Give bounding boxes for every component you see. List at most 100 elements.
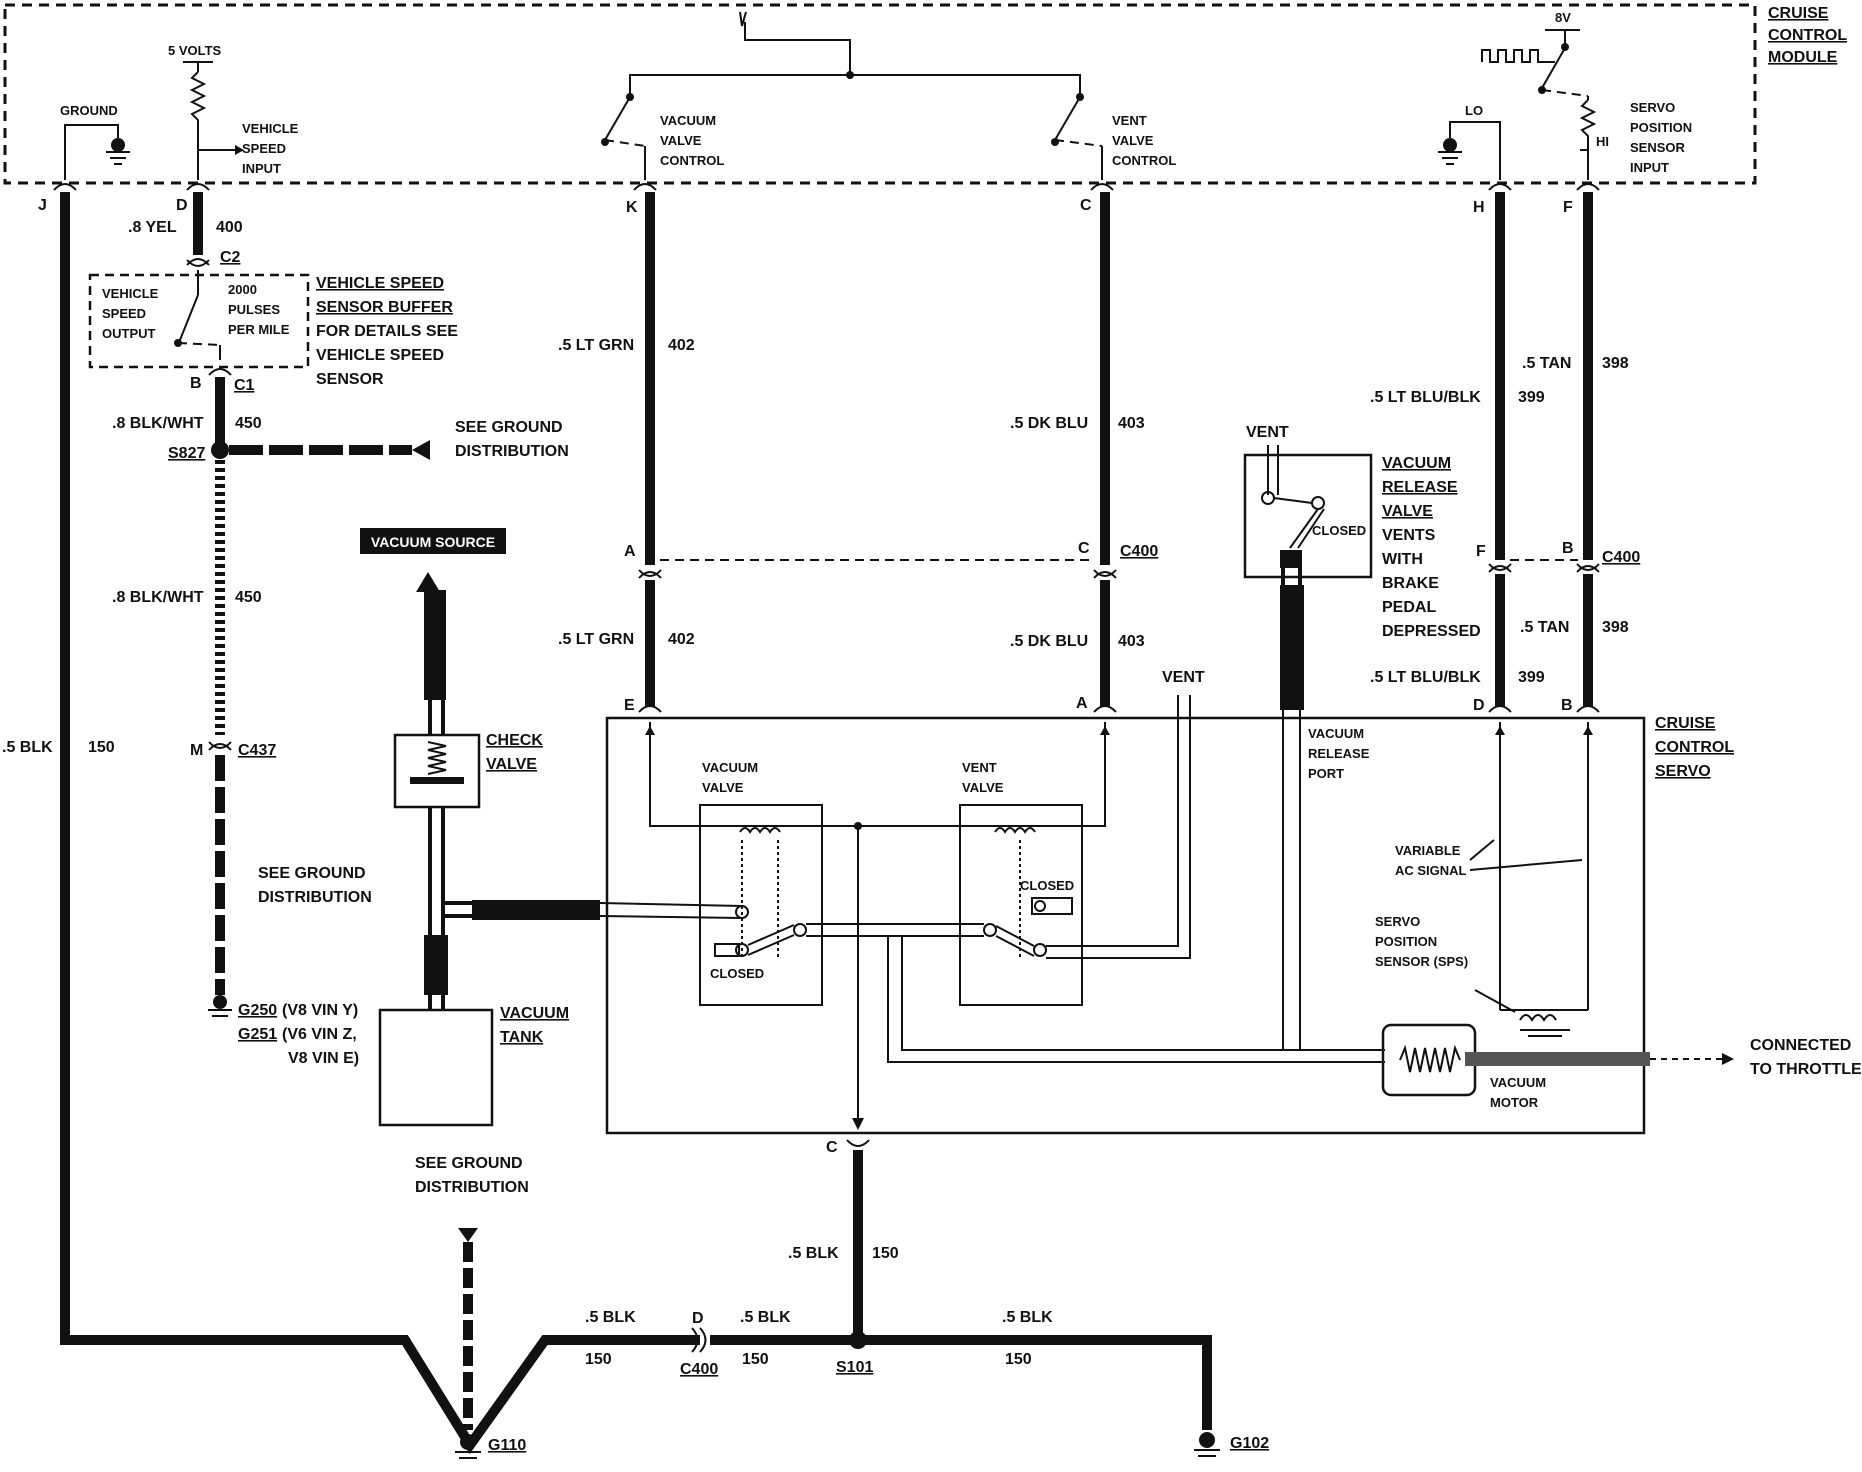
c400-pin-c: C — [1078, 540, 1090, 557]
vacuum-valve-1: VACUUM — [702, 760, 758, 775]
pulses-2: PULSES — [228, 302, 280, 317]
release-closed: CLOSED — [1312, 523, 1366, 538]
c437-label: C437 — [238, 742, 276, 759]
sps-input-3: SENSOR — [1630, 140, 1686, 155]
w403-color: .5 DK BLU — [1010, 415, 1088, 432]
w398-circuit: 398 — [1602, 355, 1629, 372]
vss-desc-3: FOR DETAILS SEE — [316, 323, 458, 340]
module-title-1: CRUISE — [1768, 5, 1829, 22]
vacuum-source-label: VACUUM SOURCE — [371, 534, 495, 550]
wire-398: .5 TAN 398 B C400 .5 TAN 398 B — [1510, 192, 1640, 714]
w450-color: .8 BLK/WHT — [112, 415, 204, 432]
c400-pin-f: F — [1476, 543, 1486, 560]
pin-d: D — [176, 197, 188, 214]
pin-c: C — [1080, 197, 1092, 214]
lo-ground: LO — [1438, 103, 1501, 180]
check-valve-1: CHECK — [486, 732, 543, 749]
w400-circuit: 400 — [216, 219, 243, 236]
bottom-right-color: .5 BLK — [1002, 1309, 1053, 1326]
servo-vacuum-valve: VACUUM VALVE CLOSED — [599, 760, 823, 1006]
wire-399: .5 LT BLU/BLK 399 F .5 LT BLU/BLK 399 D — [1370, 192, 1545, 714]
vent-valve-closed: CLOSED — [1020, 878, 1074, 893]
see-ground-1b: DISTRIBUTION — [455, 443, 569, 460]
g110-ground: G110 — [455, 1228, 526, 1459]
s827-label: S827 — [168, 445, 205, 462]
five-volts-label: 5 VOLTS — [168, 43, 222, 58]
pin-f: F — [1563, 199, 1573, 216]
release-port-3: PORT — [1308, 766, 1344, 781]
vacuum-valve-control-switch: VACUUM VALVE CONTROL — [601, 96, 724, 180]
pin-h: H — [1473, 199, 1485, 216]
arrow-right-icon — [1722, 1053, 1734, 1065]
coil-icon — [739, 827, 781, 834]
servo-c-color: .5 BLK — [788, 1245, 839, 1262]
w150-color: .5 BLK — [2, 739, 53, 756]
c400-right-label: C400 — [1602, 549, 1640, 566]
release-port-2: RELEASE — [1308, 746, 1370, 761]
wire-450: B C1 .8 BLK/WHT 450 S827 SEE GROUND DIST… — [112, 368, 569, 1067]
servo-pin-b: B — [1561, 697, 1573, 714]
vss-input-line-1: VEHICLE — [242, 121, 299, 136]
release-desc-4: VENTS — [1382, 527, 1436, 544]
vss-input-line-3: INPUT — [242, 161, 281, 176]
c400-mid-connector: C C400 — [660, 540, 1158, 561]
w402-color: .5 LT GRN — [558, 337, 634, 354]
w399b-circuit: 399 — [1518, 669, 1545, 686]
vacuum-tank — [378, 1008, 494, 1127]
eight-volts-label: 8V — [1555, 10, 1571, 25]
c437-pin-m: M — [190, 742, 203, 759]
sps-2: POSITION — [1375, 934, 1437, 949]
servo-pin-d: D — [1473, 697, 1485, 714]
g251-label: G251 — [238, 1026, 277, 1043]
c1-pin-b: B — [190, 375, 202, 392]
vacuum-valve-control-1: VACUUM — [660, 113, 716, 128]
vacuum-valve-control-2: VALVE — [660, 133, 702, 148]
vss-output-2: SPEED — [102, 306, 146, 321]
w450-circuit: 450 — [235, 415, 262, 432]
servo-ground-wire: C .5 BLK 150 S101 — [788, 1139, 899, 1376]
ground-icon — [1443, 138, 1457, 152]
w403b-color: .5 DK BLU — [1010, 633, 1088, 650]
vent-valve-control-switch: VENT VALVE CONTROL — [1051, 96, 1176, 180]
pulses-3: PER MILE — [228, 322, 290, 337]
release-desc-7: PEDAL — [1382, 599, 1436, 616]
vent-valve-control-1: VENT — [1112, 113, 1147, 128]
vacuum-motor: VACUUM MOTOR CONNECTED TO THROTTLE — [1381, 1023, 1862, 1110]
ac-signal-1: VARIABLE — [1395, 843, 1461, 858]
check-valve-2: VALVE — [486, 756, 537, 773]
coil-icon — [1519, 1014, 1557, 1022]
see-ground-3a: SEE GROUND — [415, 1155, 523, 1172]
servo-title-1: CRUISE — [1655, 715, 1716, 732]
bottom-mid-color: .5 BLK — [740, 1309, 791, 1326]
c400-mid-label: C400 — [1120, 543, 1158, 560]
w402b-circuit: 402 — [668, 631, 695, 648]
vss-input-circuit: 5 VOLTS VEHICLE SPEED INPUT — [168, 43, 299, 180]
module-title-3: MODULE — [1768, 49, 1838, 66]
ac-signal-2: AC SIGNAL — [1395, 863, 1467, 878]
bottom-left-circuit: 150 — [585, 1351, 612, 1368]
c400-pin-d: D — [692, 1310, 704, 1327]
check-valve — [393, 733, 481, 809]
module-ground-label: GROUND — [60, 103, 118, 118]
vent-valve-control-3: CONTROL — [1112, 153, 1176, 168]
vss-desc-1: VEHICLE SPEED — [316, 275, 444, 292]
vacuum-source-badge — [360, 528, 506, 554]
see-ground-1a: SEE GROUND — [455, 419, 563, 436]
vent-label: VENT — [1162, 669, 1205, 686]
sps-input-1: SERVO — [1630, 100, 1675, 115]
bottom-left-color: .5 BLK — [585, 1309, 636, 1326]
c2-label: C2 — [220, 249, 241, 266]
release-vent-label: VENT — [1246, 424, 1289, 441]
servo-pin-c: C — [826, 1139, 838, 1156]
servo-title-3: SERVO — [1655, 763, 1711, 780]
throttle-1: CONNECTED — [1750, 1037, 1851, 1054]
square-wave-icon — [1481, 49, 1546, 63]
sps-input-circuit: 8V HI SERVO POSITION SENSOR INPUT — [1481, 10, 1692, 180]
vss-desc-4: VEHICLE SPEED — [316, 347, 444, 364]
bottom-ground-wires: D C400 .5 BLK 150 .5 BLK 150 .5 BLK 150 … — [585, 1309, 1269, 1457]
arrow-right-icon — [235, 145, 244, 155]
valve-driver — [626, 11, 1084, 101]
servo-title-2: CONTROL — [1655, 739, 1734, 756]
resistor-icon — [189, 71, 207, 180]
